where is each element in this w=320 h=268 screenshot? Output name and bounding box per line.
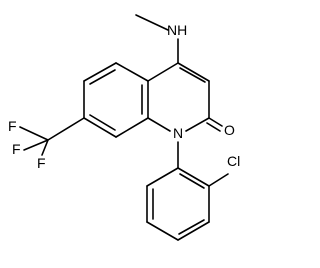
bond-c4a-c4 (147, 62, 179, 82)
bond-ar1-ar2-inner (179, 173, 205, 189)
f2-label: F (12, 141, 21, 157)
structure-diagram: NH N O Cl F F F (8, 14, 240, 241)
bond-c7-c8 (83, 117, 117, 138)
bond-cf3-f3 (41, 139, 49, 156)
f1-label: F (8, 118, 17, 134)
atom-labels: NH N O Cl F F F (8, 22, 240, 171)
bond-c5-c6 (83, 62, 117, 82)
bond-c5-c6-inner (89, 69, 116, 85)
bond-ar2-cl (208, 173, 229, 187)
cl-label: Cl (227, 153, 240, 169)
bond-ar6-ar1 (146, 167, 179, 187)
bond-c4-c3-inner (179, 67, 206, 83)
bond-c8-c8a (115, 117, 149, 138)
bond-c2-o (208, 117, 223, 127)
nh-label: NH (167, 22, 187, 38)
bond-c4-c3 (177, 62, 210, 82)
bond-ar3-ar4 (177, 221, 210, 241)
o-label: O (224, 122, 235, 138)
bond-c2-n (185, 117, 210, 132)
bond-c7-c8-inner (89, 114, 116, 131)
n-label: N (173, 125, 183, 141)
bond-ar1-ar2 (177, 167, 210, 187)
bond-cf3-f1 (19, 126, 49, 141)
bond-methyl-nh (135, 14, 169, 31)
bond-c2-o-double (206, 122, 221, 132)
bond-layer (19, 14, 229, 241)
f3-label: F (37, 155, 46, 171)
bond-n-c8a (147, 117, 171, 132)
bond-c7-cf3 (47, 117, 85, 141)
molecule-canvas: NH N O Cl F F F (8, 14, 241, 241)
bond-cf3-f2 (23, 139, 49, 151)
bond-c4a-c5 (115, 62, 149, 82)
bond-ar4-ar5 (146, 221, 179, 241)
bond-ar3-ar4-inner (178, 219, 205, 235)
